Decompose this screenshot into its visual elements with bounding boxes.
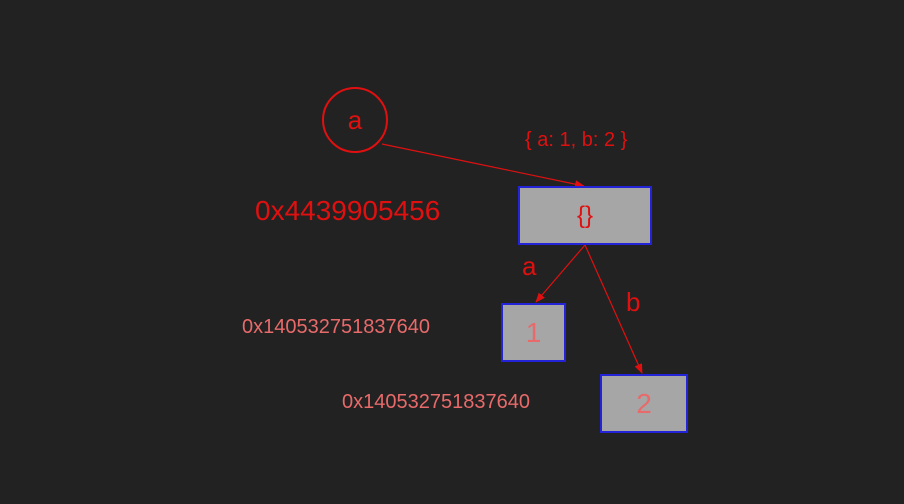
object-symbol: {} <box>576 201 594 229</box>
object-node: {} <box>518 186 652 245</box>
arrow-variable-to-object <box>381 143 585 189</box>
value-node-2: 2 <box>600 374 688 433</box>
edge-label-a: a <box>522 251 537 281</box>
arrow-object-to-value-1 <box>535 244 586 303</box>
value-2-text: 2 <box>636 387 652 419</box>
value-2-address: 0x140532751837640 <box>342 391 530 413</box>
variable-node: a <box>322 87 388 153</box>
edge-label-b: b <box>626 287 641 317</box>
value-1-text: 1 <box>525 316 542 348</box>
value-1-address: 0x140532751837640 <box>242 316 430 338</box>
object-address: 0x4439905456 <box>255 195 441 226</box>
value-node-1: 1 <box>501 303 566 362</box>
variable-name: a <box>347 104 363 135</box>
arrow-object-to-value-2 <box>584 244 643 374</box>
object-repr-label: { a: 1, b: 2 } <box>525 129 628 151</box>
